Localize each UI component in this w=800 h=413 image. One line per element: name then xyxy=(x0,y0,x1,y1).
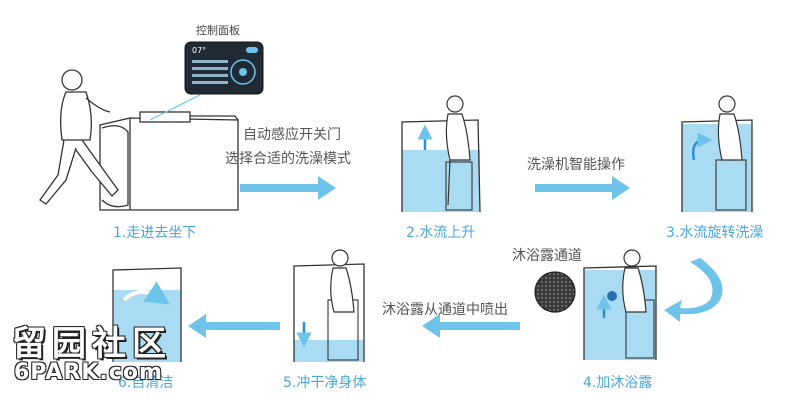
step5-tub xyxy=(293,249,365,362)
step-label-3: 3.水流旋转洗澡 xyxy=(666,225,764,241)
note-auto-sense-line1: 自动感应开关门 xyxy=(243,127,341,143)
step-label-1: 1.走进去坐下 xyxy=(113,225,197,241)
step4-tub xyxy=(534,249,657,360)
step2-tub xyxy=(401,95,481,213)
note-shower-channel: 沐浴露通道 xyxy=(512,248,582,264)
watermark-latin: 6PARK.com xyxy=(14,360,163,385)
control-panel-label: 控制面板 xyxy=(196,24,240,37)
step1-person xyxy=(39,69,119,205)
watermark-chinese: 留园社区 xyxy=(12,324,172,364)
control-panel-callout xyxy=(149,41,264,121)
flow-arrows xyxy=(188,176,723,338)
note-spray: 沐浴露从通道中喷出 xyxy=(382,302,508,318)
step1-machine xyxy=(99,111,239,211)
step-label-4: 4.加沐浴露 xyxy=(583,375,653,391)
step3-tub xyxy=(681,95,753,212)
step-label-6: 6.自清洁 xyxy=(118,375,174,391)
panel-readout: 07° xyxy=(192,46,207,55)
note-smart-operation: 洗澡机智能操作 xyxy=(527,157,625,173)
step6-tub xyxy=(112,267,182,362)
step-label-5: 5.冲干净身体 xyxy=(283,375,367,391)
step-label-2: 2.水流上升 xyxy=(406,225,476,241)
note-auto-sense-line2: 选择合适的洗澡模式 xyxy=(225,151,351,167)
